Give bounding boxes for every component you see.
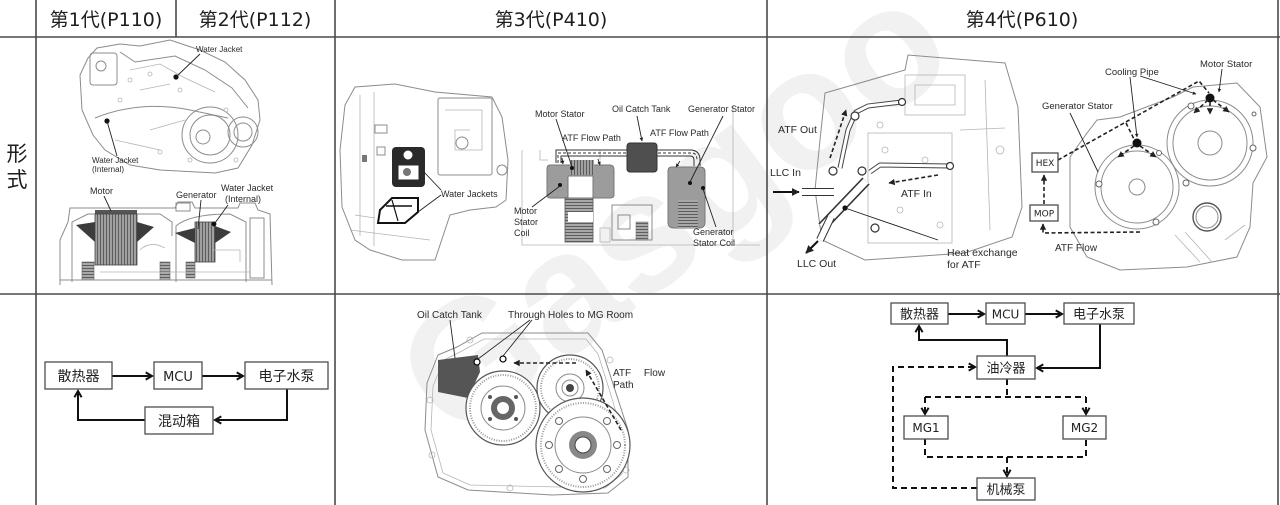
gen4-stator-cooling-drawing: HEX MOP Cooling Pipe Motor Stator Genera… — [1029, 59, 1268, 271]
motor-stator-shape — [546, 164, 615, 199]
water-jacket-upper — [392, 147, 425, 187]
mop-box — [1029, 204, 1059, 222]
label-mop: MOP — [1034, 210, 1055, 220]
label-cooling-pipe: Cooling Pipe — [1105, 67, 1159, 78]
gen12-housing-drawing: Water Jacket Water Jacket (Internal) — [79, 39, 261, 174]
header-gen2: 第2代(P112) — [199, 9, 312, 31]
label-water-jacket-internal-1: Water Jacket — [92, 156, 139, 165]
node-mechanical-pump: 机械泵 — [976, 477, 1036, 501]
through-hole-2 — [499, 355, 507, 363]
gen3-housing-drawing: Water Jackets — [339, 83, 509, 261]
label-heat-exchange-1: Heat exchange — [947, 247, 1018, 259]
node-radiator: 散热器 — [44, 361, 113, 390]
header-gen4: 第4代(P610) — [966, 9, 1079, 31]
label-generator-stator-coil-2: Stator Coil — [693, 238, 735, 248]
hex-box — [1031, 152, 1059, 173]
node-mg2: MG2 — [1062, 415, 1107, 440]
label-motor-stator-coil-1: Motor — [514, 206, 537, 216]
node-oil-cooler: 油冷器 — [976, 355, 1036, 380]
node-mcu-gen4: MCU — [985, 302, 1026, 325]
gen3-oil-catch-drawing: Oil Catch Tank Through Holes to MG Room … — [417, 310, 666, 496]
node-mcu: MCU — [153, 361, 203, 390]
label-oil-catch-tank-gen3: Oil Catch Tank — [417, 310, 483, 321]
node-electric-pump: 电子水泵 — [244, 361, 329, 390]
node-hybrid-box-label: 混动箱 — [158, 414, 200, 430]
row-label-char-2: 式 — [7, 168, 28, 192]
node-radiator-gen4-label: 散热器 — [900, 308, 939, 323]
label-through-holes: Through Holes to MG Room — [508, 310, 633, 321]
label-water-jacket-internal-section-1: Water Jacket — [221, 183, 274, 193]
header-gen1: 第1代(P110) — [50, 9, 163, 31]
label-atf-in: ATF In — [901, 188, 932, 200]
label-motor-stator-coil-2: Stator — [514, 217, 538, 227]
label-motor: Motor — [90, 186, 113, 196]
label-generator-stator-gen4: Generator Stator — [1042, 101, 1113, 112]
gen4-cooling-flowchart: 散热器 MCU 电子水泵 油冷器 MG1 MG2 机械泵 — [890, 302, 1135, 501]
gen12-section-drawing: Motor Generator Water Jacket (Internal) — [59, 183, 274, 286]
gen4-heat-exchanger-drawing: ATF Out LLC In ATF In LLC Out Heat excha… — [770, 54, 1023, 271]
label-llc-out: LLC Out — [797, 258, 836, 270]
table-header: 第1代(P110) 第2代(P112) 第3代(P410) 第4代(P610) — [50, 9, 1079, 31]
header-gen3: 第3代(P410) — [495, 9, 608, 31]
node-mcu-gen4-label: MCU — [992, 308, 1020, 322]
label-motor-stator: Motor Stator — [535, 109, 585, 119]
label-atf-flow: ATF Flow — [1055, 243, 1098, 254]
node-hybrid-box: 混动箱 — [144, 406, 214, 435]
row-label-char-1: 形 — [7, 142, 28, 166]
label-atf-flow-path-right: ATF Flow Path — [650, 128, 709, 138]
gen3-section-drawing: Motor Stator Oil Catch Tank Generator St… — [514, 104, 760, 248]
node-mg2-label: MG2 — [1071, 421, 1098, 435]
oil-catch-tank-shape — [626, 142, 658, 173]
label-water-jacket-internal-section-2: (Internal) — [225, 194, 261, 204]
label-atf-flow-path-1: ATF Flow — [613, 368, 666, 379]
label-motor-stator-coil-3: Coil — [514, 228, 530, 238]
node-electric-pump-label: 电子水泵 — [259, 369, 315, 385]
label-water-jacket-internal-2: (Internal) — [92, 165, 124, 174]
atf-flow-pipe — [555, 149, 701, 166]
row-label-form: 形 式 — [7, 142, 28, 192]
label-generator: Generator — [176, 190, 217, 200]
node-mechanical-pump-label: 机械泵 — [986, 483, 1025, 498]
gear-bottom-right — [535, 397, 631, 493]
gen12-cooling-flowchart: 散热器 MCU 电子水泵 混动箱 — [44, 361, 329, 435]
gear-left — [465, 370, 541, 446]
label-hex: HEX — [1036, 159, 1055, 169]
label-water-jacket: Water Jacket — [196, 45, 243, 54]
node-mg1-label: MG1 — [912, 421, 939, 435]
label-oil-catch-tank: Oil Catch Tank — [612, 104, 671, 114]
label-heat-exchange-2: for ATF — [947, 259, 981, 271]
label-atf-out: ATF Out — [778, 124, 817, 136]
node-oil-cooler-label: 油冷器 — [986, 362, 1025, 377]
oil-catch-tank-wedge — [438, 355, 480, 398]
node-radiator-label: 散热器 — [58, 369, 100, 385]
motor-stator — [94, 213, 138, 266]
water-jacket-lower — [376, 197, 419, 224]
node-mg1: MG1 — [903, 415, 949, 440]
node-mcu-label: MCU — [163, 370, 193, 385]
label-water-jackets: Water Jackets — [441, 189, 498, 199]
label-atf-flow-path-left: ATF Flow Path — [562, 133, 621, 143]
label-generator-stator-coil-1: Generator — [693, 227, 734, 237]
label-generator-stator: Generator Stator — [688, 104, 755, 114]
label-motor-stator-gen4: Motor Stator — [1200, 59, 1252, 70]
through-hole-1 — [473, 358, 481, 366]
label-llc-in: LLC In — [770, 167, 801, 179]
watermark: Gasgoo — [363, 0, 983, 475]
node-radiator-gen4: 散热器 — [890, 302, 949, 325]
node-electric-pump-gen4: 电子水泵 — [1063, 302, 1135, 325]
node-electric-pump-gen4-label: 电子水泵 — [1073, 308, 1125, 323]
label-atf-flow-path-2: Path — [613, 380, 634, 391]
